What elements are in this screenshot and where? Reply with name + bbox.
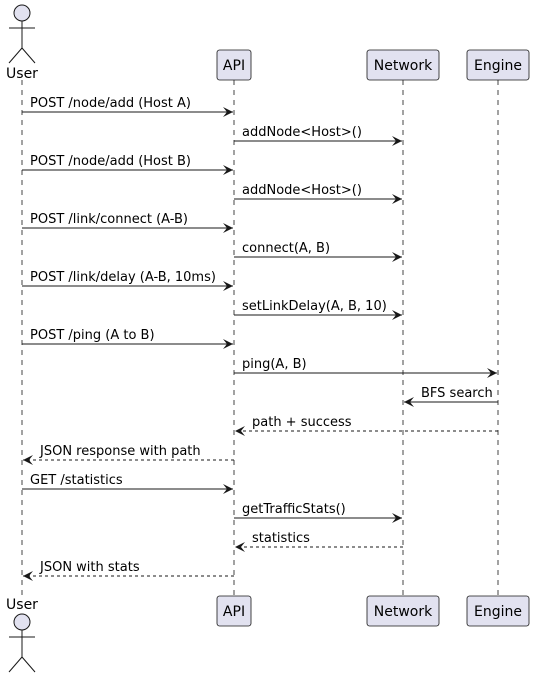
message-15: getTrafficStats() (234, 502, 402, 523)
message-label: JSON with stats (39, 560, 140, 575)
message-13: JSON response with path (23, 444, 234, 465)
message-5: POST /link/connect (A-B) (22, 212, 233, 233)
participant-engine-bottom: Engine (466, 595, 530, 627)
message-2: addNode<Host>() (234, 125, 402, 146)
message-label: ping(A, B) (242, 357, 307, 372)
participant-network-bottom: Network (366, 595, 440, 627)
message-label: GET /statistics (30, 473, 123, 488)
message-label: POST /node/add (Host B) (30, 154, 191, 169)
message-9: POST /ping (A to B) (22, 328, 233, 349)
participant-label-api-bottom: API (223, 604, 245, 620)
message-11: BFS search (404, 386, 498, 407)
message-label: POST /link/delay (A-B, 10ms) (30, 270, 216, 285)
participant-label-network-top: Network (374, 58, 433, 74)
message-17: JSON with stats (23, 560, 234, 581)
message-label: POST /ping (A to B) (30, 328, 155, 343)
message-label: BFS search (421, 386, 493, 401)
message-label: setLinkDelay(A, B, 10) (242, 299, 387, 314)
participant-label-engine-top: Engine (474, 58, 522, 74)
participant-label-network-bottom: Network (374, 604, 433, 620)
participant-engine-top: Engine (466, 49, 530, 81)
message-label: POST /link/connect (A-B) (30, 212, 188, 227)
actor-user-top (8, 4, 36, 64)
participant-api-top: API (216, 49, 252, 81)
message-1: POST /node/add (Host A) (22, 96, 233, 117)
message-label: POST /node/add (Host A) (30, 96, 191, 111)
message-label: statistics (252, 531, 310, 546)
message-6: connect(A, B) (234, 241, 402, 262)
participant-api-bottom: API (216, 595, 252, 627)
message-10: ping(A, B) (234, 357, 497, 378)
actor-user-bottom (8, 613, 36, 673)
message-3: POST /node/add (Host B) (22, 154, 233, 175)
participant-label-user-top: User (6, 66, 38, 82)
message-label: addNode<Host>() (242, 183, 362, 198)
participant-label-engine-bottom: Engine (474, 604, 522, 620)
participant-label-api-top: API (223, 58, 245, 74)
participant-label-user-bottom: User (6, 597, 38, 613)
message-label: addNode<Host>() (242, 125, 362, 140)
message-label: path + success (252, 415, 352, 430)
message-label: getTrafficStats() (242, 502, 346, 517)
message-4: addNode<Host>() (234, 183, 402, 204)
message-label: connect(A, B) (242, 241, 330, 256)
message-8: setLinkDelay(A, B, 10) (234, 299, 402, 320)
message-14: GET /statistics (22, 473, 233, 494)
message-16: statistics (235, 531, 403, 552)
message-12: path + success (235, 415, 498, 436)
message-label: JSON response with path (39, 444, 201, 459)
message-7: POST /link/delay (A-B, 10ms) (22, 270, 233, 291)
participant-network-top: Network (366, 49, 440, 81)
